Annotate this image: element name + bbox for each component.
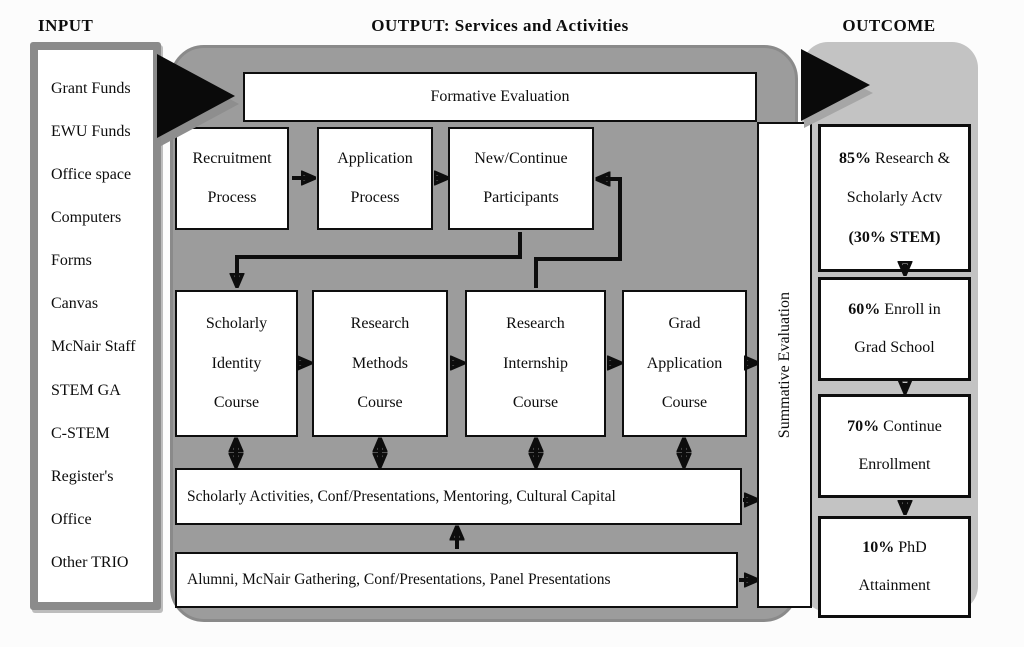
outcome-line: Scholarly Actv	[846, 189, 943, 206]
box-line: Course	[661, 394, 708, 412]
input-item: McNair Staff	[51, 338, 136, 356]
outcome-line: Enrollment	[858, 456, 931, 473]
formative-evaluation-box: Formative Evaluation	[243, 72, 757, 122]
outcome-line: 70% Continue	[847, 418, 942, 435]
box-line: Grad	[668, 314, 701, 332]
outcome-phd-attainment-box: 10% PhD Attainment	[818, 516, 971, 618]
formative-evaluation-label: Formative Evaluation	[430, 88, 570, 105]
outcome-line: Grad School	[854, 339, 935, 356]
outcome-continue-enrollment-box: 70% Continue Enrollment	[818, 394, 971, 498]
summative-evaluation-label: Summative Evaluation	[775, 291, 793, 439]
outcome-line: 85% Research &	[838, 149, 951, 167]
scholarly-activities-box: Scholarly Activities, Conf/Presentations…	[175, 468, 742, 525]
box-line: Course	[357, 394, 403, 412]
box-line: Methods	[352, 354, 408, 372]
research-internship-course-box: Research Internship Course	[465, 290, 606, 437]
box-line: Process	[350, 188, 400, 206]
input-item: Office space	[51, 166, 132, 184]
new-continue-participants-box: New/Continue Participants	[448, 127, 594, 230]
alumni-gathering-box: Alumni, McNair Gathering, Conf/Presentat…	[175, 552, 738, 608]
box-line: Participants	[483, 188, 559, 206]
input-item: Computers	[51, 209, 122, 227]
box-line: Recruitment	[192, 150, 272, 168]
input-item: Canvas	[51, 295, 99, 313]
outcome-line: Attainment	[858, 576, 931, 594]
input-item: Other TRIO	[51, 553, 129, 571]
box-line: Scholarly	[205, 314, 268, 332]
box-line: Process	[207, 188, 257, 206]
input-item: STEM GA	[51, 381, 121, 399]
outcome-line: 10% PhD	[862, 539, 927, 557]
input-item: Grant Funds	[51, 80, 131, 98]
input-item: Register's	[51, 467, 114, 485]
research-methods-course-box: Research Methods Course	[312, 290, 448, 437]
output-column-header: OUTPUT: Services and Activities	[371, 16, 629, 35]
outcome-line: (30% STEM)	[848, 228, 941, 246]
input-item: Forms	[51, 252, 92, 270]
summative-evaluation-box: Summative Evaluation	[757, 122, 812, 608]
box-line: Research	[350, 314, 410, 332]
box-line: Identity	[211, 354, 262, 372]
box-line: New/Continue	[474, 150, 568, 168]
box-line: Application	[646, 354, 723, 372]
recruitment-process-box: Recruitment Process	[175, 127, 289, 230]
outcome-column-header: OUTCOME	[842, 16, 936, 35]
application-process-box: Application Process	[317, 127, 433, 230]
grad-application-course-box: Grad Application Course	[622, 290, 747, 437]
input-column-header: INPUT	[38, 16, 94, 35]
box-line: Course	[213, 394, 260, 412]
outcome-line: 60% Enroll in	[848, 301, 941, 318]
outcome-grad-school-box: 60% Enroll in Grad School	[818, 277, 971, 381]
scholarly-activities-label: Scholarly Activities, Conf/Presentations…	[187, 487, 616, 505]
box-line: Internship	[503, 354, 568, 372]
alumni-gathering-label: Alumni, McNair Gathering, Conf/Presentat…	[187, 571, 611, 589]
box-line: Course	[512, 394, 559, 412]
outcome-research-scholarly-box: 85% Research & Scholarly Actv (30% STEM)	[818, 124, 971, 272]
input-list-panel: Grant Funds EWU Funds Office space Compu…	[30, 42, 161, 610]
input-item: C-STEM	[51, 424, 110, 442]
box-line: Application	[337, 150, 413, 168]
scholarly-identity-course-box: Scholarly Identity Course	[175, 290, 298, 437]
box-line: Research	[506, 314, 565, 332]
input-item: EWU Funds	[51, 123, 131, 141]
input-item: Office	[51, 510, 92, 528]
